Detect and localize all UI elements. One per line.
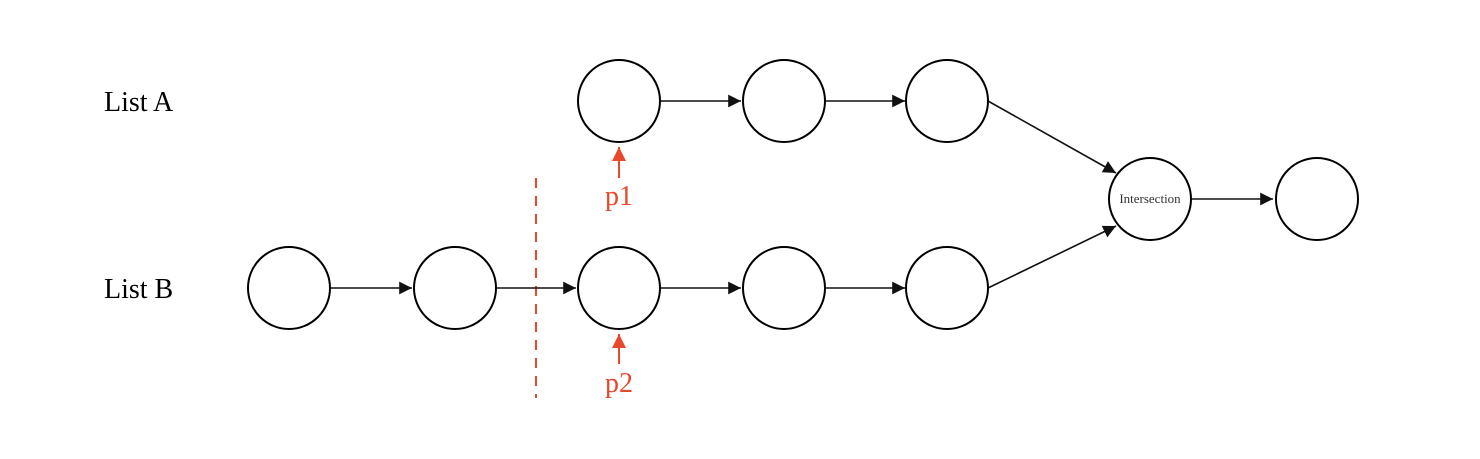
list-a-node-3 [905, 59, 989, 143]
list-b-node-2 [413, 246, 497, 330]
edge-a3-intersection [987, 100, 1117, 174]
list-b-node-4 [742, 246, 826, 330]
edge-b5-intersection [987, 225, 1117, 289]
p1-label: p1 [605, 181, 633, 212]
intersection-node [1108, 157, 1192, 241]
list-a-label: List A [104, 87, 174, 118]
list-b-label: List B [104, 274, 173, 305]
list-b-node-5 [905, 246, 989, 330]
list-b-node-1 [247, 246, 331, 330]
tail-node [1275, 157, 1359, 241]
list-a-node-2 [742, 59, 826, 143]
p2-label: p2 [605, 368, 633, 399]
list-a-node-1 [577, 59, 661, 143]
intersection-label: Intersection [1119, 191, 1181, 206]
list-b-node-3 [577, 246, 661, 330]
